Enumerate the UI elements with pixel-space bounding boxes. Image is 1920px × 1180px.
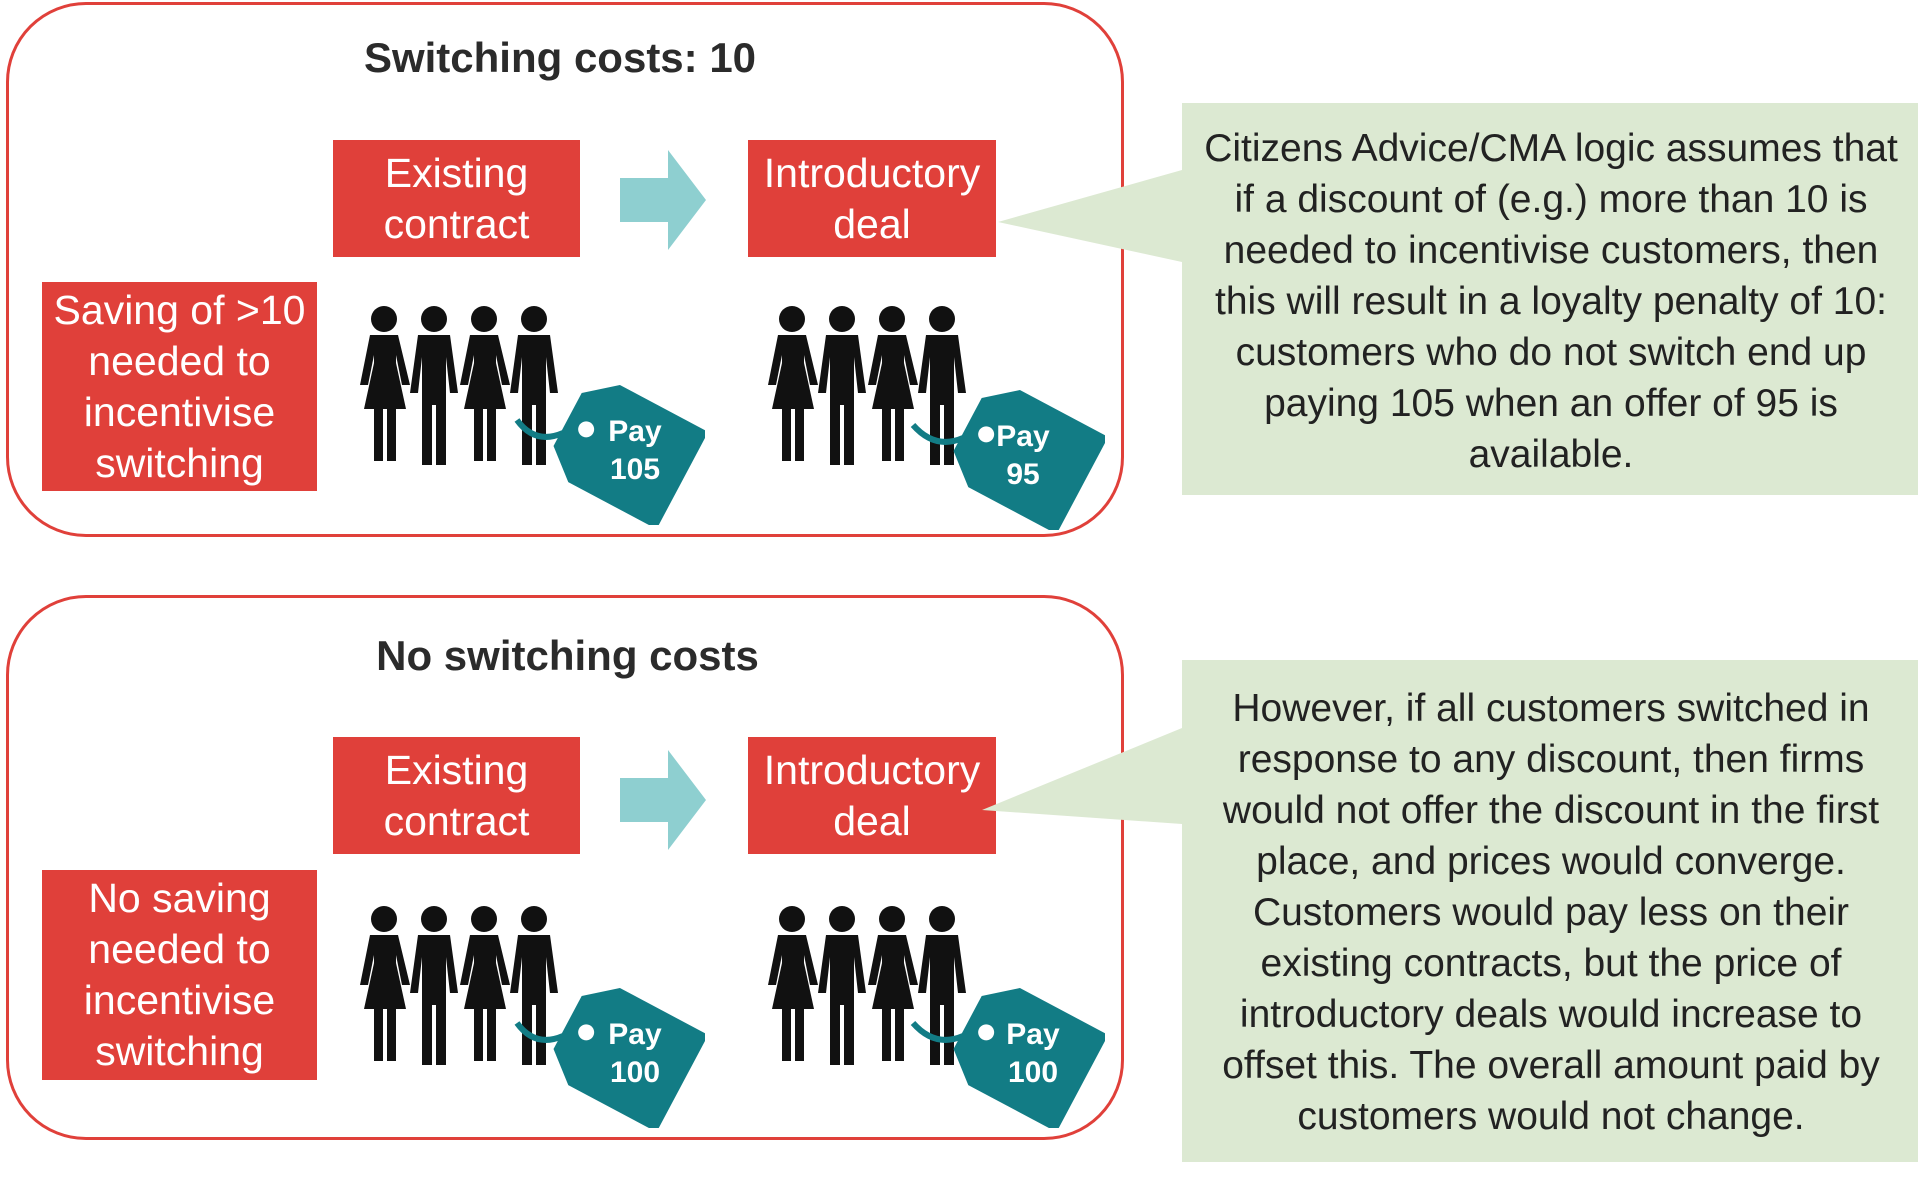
introductory-deal-box: Introductory deal [748,140,996,257]
tag-amount: 95 [1006,458,1040,491]
callout-text: Citizens Advice/CMA logic assumes that i… [1204,127,1898,476]
right-arrow-icon [620,150,706,250]
existing-price-tag: Pay 100 [580,1016,690,1092]
introductory-deal-box: Introductory deal [748,737,996,854]
customers-group-icon [768,906,966,1065]
price-tag-icon [910,988,1105,1128]
tag-amount: 105 [609,453,661,486]
existing-price-tag: Pay 105 [580,413,690,489]
saving-needed-box: No saving needed to incentivise switchin… [42,870,317,1080]
intro-price-tag: Pay 100 [978,1016,1088,1092]
price-tag-icon [514,385,705,525]
price-tag-icon [514,988,705,1128]
customers-group-icon [768,306,966,465]
right-arrow-icon [620,750,706,850]
saving-needed-box: Saving of >10 needed to incentivise swit… [42,282,317,491]
tag-pay-label: Pay [1006,1018,1060,1051]
panel-title: No switching costs [376,632,759,679]
price-tag-icon [910,390,1105,530]
tag-amount: 100 [609,1056,661,1089]
panel-title: Switching costs: 10 [363,34,757,81]
callout-text: However, if all customers switched in re… [1222,687,1880,1138]
speech-callout [998,103,1918,495]
tag-pay-label: Pay [996,420,1050,453]
customers-group-icon [360,306,558,465]
tag-pay-label: Pay [608,415,662,448]
tag-pay-label: Pay [608,1018,662,1051]
existing-contract-box: Existing contract [333,737,580,854]
tag-amount: 100 [1007,1056,1059,1089]
existing-contract-box: Existing contract [333,140,580,257]
speech-callout [982,660,1918,1162]
intro-price-tag: Pay 95 [968,418,1078,494]
